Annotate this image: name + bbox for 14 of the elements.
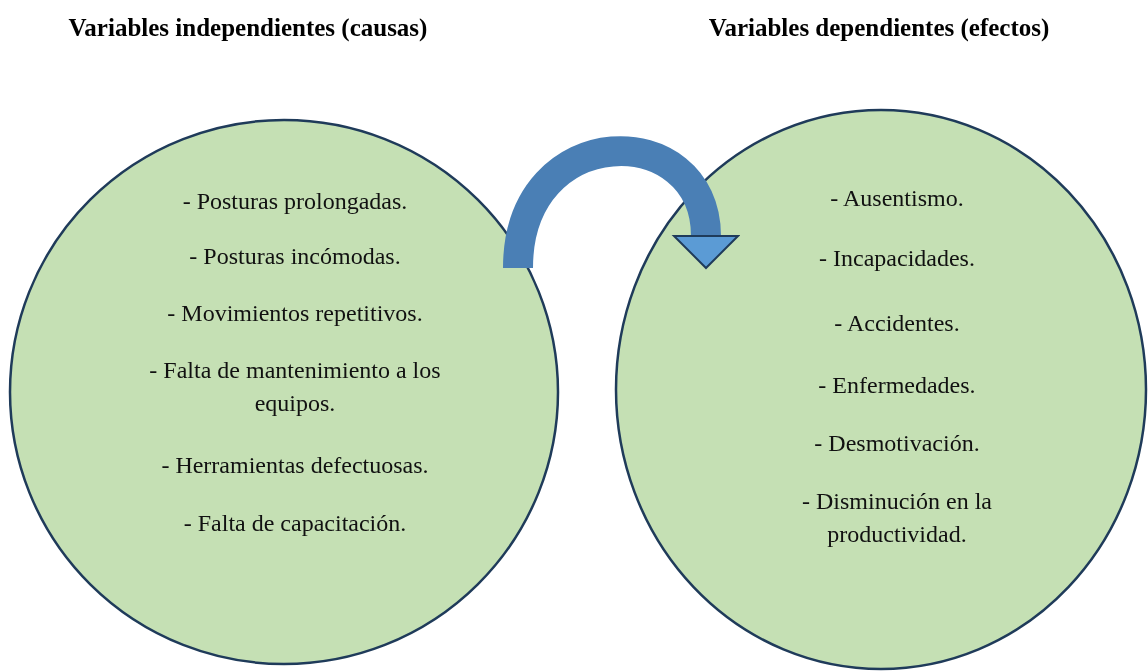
list-item: - Accidentes. (833, 309, 961, 338)
list-item: - Falta de capacitación. (182, 509, 408, 538)
column-heading: Variables dependientes (efectos) (707, 14, 1051, 42)
list-item: - Herramientas defectuosas. (160, 451, 430, 480)
list-item: - Desmotivación. (813, 429, 981, 458)
list-item: - Posturas incómodas. (188, 242, 402, 271)
list-item: - Posturas prolongadas. (181, 187, 409, 216)
list-item: - Falta de mantenimiento a los equipos. (148, 356, 442, 418)
list-item: - Incapacidades. (818, 244, 976, 273)
list-item: - Ausentismo. (829, 184, 965, 213)
list-item: - Enfermedades. (817, 371, 977, 400)
list-item: - Movimientos repetitivos. (166, 299, 424, 328)
column-heading: Variables independientes (causas) (67, 14, 429, 42)
list-item: - Disminución en la productividad. (801, 487, 993, 549)
